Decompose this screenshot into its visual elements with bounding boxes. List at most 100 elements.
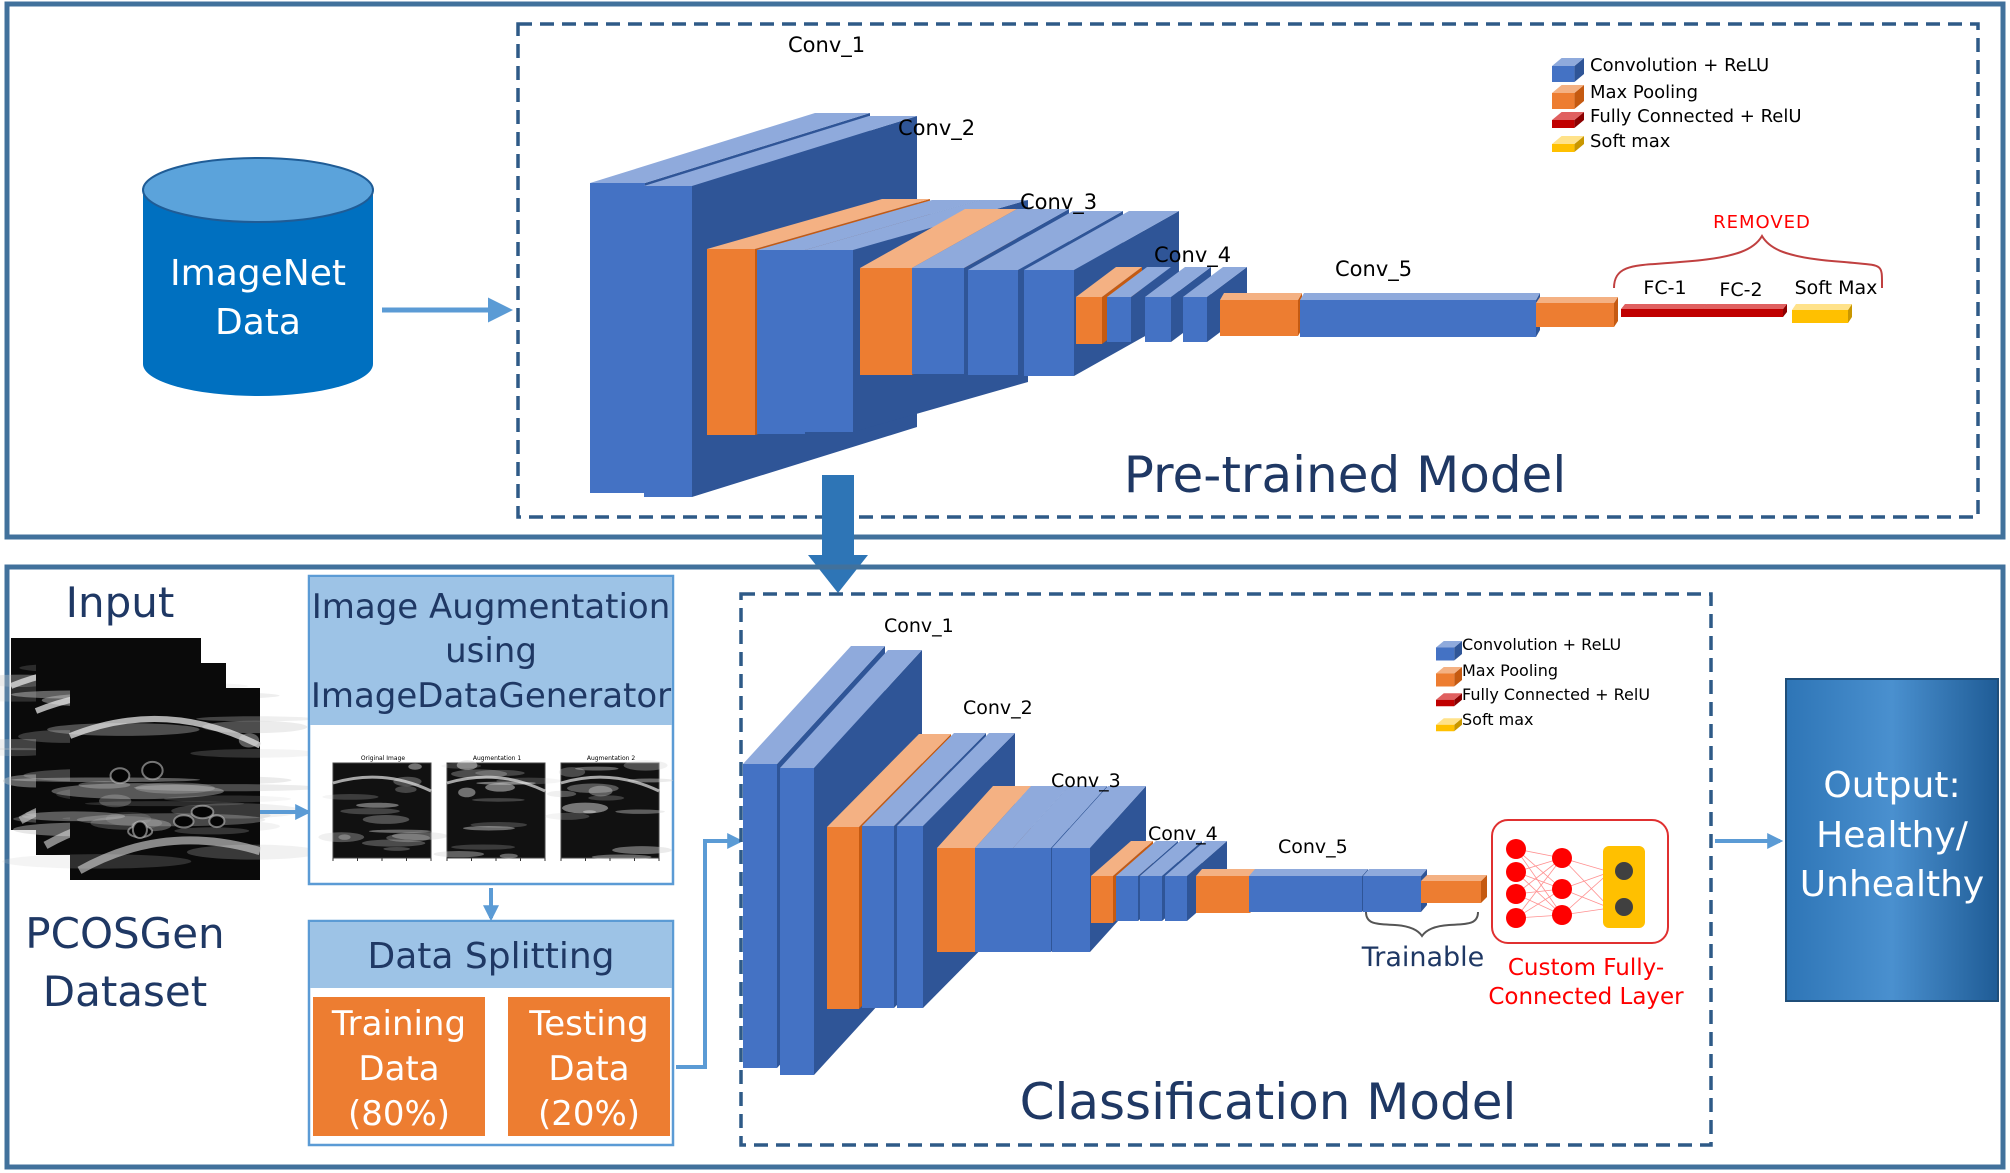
top-conv2-label: Conv_2 [898,116,975,141]
top-conv1-label: Conv_1 [788,33,865,58]
thumb-title-aug1: Augmentation 1 [473,755,521,762]
bottom-layer-pool5 [1421,875,1487,903]
splitting-title: Data Splitting [367,936,614,977]
custom-fc-label-line2: Connected Layer [1488,984,1684,1010]
top-legend-pool-icon [1552,85,1584,109]
bottom-conv5-label: Conv_5 [1278,836,1348,858]
softmax-output-unit [1603,846,1645,928]
thumb-title-original: Original Image [361,755,405,762]
transfer-arrow [808,475,868,593]
neuron-node [1506,862,1526,882]
bottom-legend-pool-icon [1436,667,1462,687]
ultrasound-image-stack [0,638,323,880]
output-line1: Output: [1823,765,1960,806]
output-line2: Healthy/ [1816,815,1969,856]
database-label-line2: Data [215,302,301,343]
augmentation-title-line2: using [445,631,537,671]
custom-fc-layer: Custom Fully- Connected Layer [1488,819,1684,1010]
top-legend: Convolution + ReLU Max Pooling Fully Con… [1552,55,1802,152]
softmax-label: Soft Max [1795,277,1878,299]
bottom-conv2-label: Conv_2 [963,697,1033,719]
bottom-legend-conv: Convolution + ReLU [1462,635,1621,654]
augmentation-thumbnails [318,760,674,861]
bottom-legend-softmax-icon [1436,718,1462,732]
top-legend-conv: Convolution + ReLU [1590,55,1769,76]
bottom-cnn-layers [743,646,1487,1075]
splitting-header [310,922,672,988]
top-cnn-layers [590,113,1852,497]
trainable-label: Trainable [1361,942,1485,973]
augmentation-header [310,577,672,725]
neuron-node [1506,839,1526,859]
bottom-conv4-label: Conv_4 [1148,823,1218,845]
neuron-node [1506,884,1526,904]
augmentation-panel: Image Augmentation using ImageDataGenera… [307,574,675,886]
top-panel: ImageNet Data REMOVED FC-1 FC-2 Soft Max… [4,1,2006,540]
top-layer-softmax [1792,304,1852,323]
bottom-layer-conv5a [1249,869,1315,912]
imagenet-database: ImageNet Data [142,157,374,396]
pretrained-model-box [516,22,1980,519]
top-layer-fc1 [1621,304,1707,317]
data-splitting-panel: Data Splitting Training Data (80%) Testi… [307,919,675,1147]
output-box: Output: Healthy/ Unhealthy [1785,678,1999,1002]
fc2-label: FC-2 [1719,279,1762,301]
bottom-legend: Convolution + ReLU Max Pooling Fully Con… [1436,635,1650,732]
top-layer-fc2 [1703,304,1787,317]
training-line2: Data [358,1049,439,1089]
custom-fc-network-icon [1506,839,1645,928]
bottom-panel: Input PCOSGen Dataset Image Augmentation… [0,564,2006,1170]
training-line3: (80%) [348,1094,450,1134]
top-legend-pool: Max Pooling [1590,82,1698,103]
removed-bracket [1613,234,1884,289]
top-legend-softmax: Soft max [1590,131,1671,152]
augmentation-thumbnail [318,762,448,861]
top-legend-conv-icon [1552,58,1584,82]
top-layer-pool4 [1220,293,1302,336]
custom-fc-label-line1: Custom Fully- [1508,955,1664,981]
bottom-legend-pool: Max Pooling [1462,661,1558,680]
training-line1: Training [331,1004,466,1044]
top-layer-conv5a [1300,293,1384,337]
testing-data-box [508,997,670,1136]
neuron-node [1552,848,1572,868]
database-cylinder-icon [143,190,373,396]
training-data-box [313,997,485,1136]
bottom-conv1-label: Conv_1 [884,615,954,637]
testing-line3: (20%) [538,1094,640,1134]
neuron-node [1552,905,1572,925]
input-label: Input [66,578,175,627]
arrow-splitting-to-model [676,833,744,1069]
testing-line2: Data [548,1049,629,1089]
bottom-conv3-label: Conv_3 [1051,770,1121,792]
database-label-line1: ImageNet [170,253,346,294]
top-legend-softmax-icon [1552,136,1584,152]
bottom-layer-conv5b [1308,869,1368,912]
database-cylinder-top [142,157,374,223]
augmentation-title-line3: ImageDataGenerator [311,676,671,716]
dataset-label-line2: Dataset [43,967,207,1016]
neuron-node [1506,908,1526,928]
top-conv4-label: Conv_4 [1154,243,1231,268]
bottom-legend-fc-icon [1436,693,1462,707]
bottom-legend-fc: Fully Connected + RelU [1462,685,1650,704]
top-conv3-label: Conv_3 [1020,190,1097,215]
top-layer-pool5 [1536,297,1618,327]
testing-line1: Testing [528,1004,649,1044]
dataset-label-line1: PCOSGen [25,909,224,958]
trainable-brace [1365,911,1479,938]
custom-fc-box [1491,819,1669,944]
top-conv5-label: Conv_5 [1335,257,1412,282]
top-legend-fc-icon [1552,112,1584,128]
bottom-legend-softmax: Soft max [1462,710,1534,729]
ultrasound-image [2,688,323,880]
top-layer-conv5c [1456,293,1540,337]
augmentation-thumbnail [545,760,674,861]
top-layer-conv5b [1378,293,1464,337]
thumb-title-aug2: Augmentation 2 [587,755,635,762]
bottom-panel-frame [4,564,2006,1170]
classification-model-box [739,592,1713,1147]
neuron-node [1552,879,1572,899]
bottom-layer-conv5c [1363,869,1427,912]
